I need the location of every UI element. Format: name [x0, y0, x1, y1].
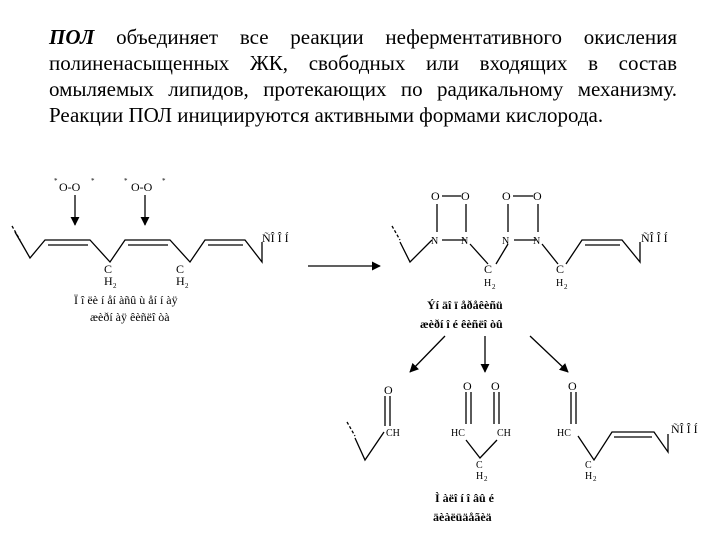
radical-star-1a: * — [54, 177, 58, 185]
p1-dash — [346, 421, 356, 437]
endo-dash-left — [391, 225, 401, 241]
endo-ch2-h-2: H — [556, 278, 563, 289]
endo-ch2-c-2: C — [556, 262, 564, 276]
radical-star-1b: * — [91, 177, 95, 185]
ch2-sub-2: 2 — [185, 282, 189, 290]
ch2-group-2: C H 2 — [176, 262, 189, 290]
product-aldehyde-left — [346, 396, 391, 462]
p3-o: O — [568, 379, 577, 393]
p2-h: H — [476, 471, 483, 482]
pufa-label-line2: æèðí àÿ êèñëî òà — [90, 310, 170, 324]
p3-chain — [577, 431, 669, 462]
p3-hc: HC — [557, 428, 571, 439]
endo-ch2-c-1: C — [484, 262, 492, 276]
radical-star-2b: * — [162, 177, 166, 185]
chain-dash-left — [11, 225, 21, 241]
product-aldehyde-right — [570, 392, 669, 462]
product-malondialdehyde — [465, 392, 500, 459]
p1-zigzag — [354, 431, 385, 462]
o-atom-4: O — [533, 189, 542, 203]
endo-zigzag-left — [399, 239, 433, 264]
radical-star-2a: * — [124, 177, 128, 185]
endo-ch2-2: C H 2 — [556, 262, 568, 291]
endoperoxide-label-line1: Ýí äî ï åðåêèñü — [427, 298, 503, 312]
o-atom-2: O — [461, 189, 470, 203]
c-atom-3: N — [502, 236, 509, 247]
endoperoxide-label-line2: æèðí î é êèñëî òû — [420, 317, 503, 331]
endo-zigzag-right — [565, 239, 641, 265]
endo-bond-5 — [541, 243, 559, 265]
radical-label-2: O-O — [131, 180, 153, 194]
endo-bond-3 — [495, 243, 509, 265]
definition-text: объединяет все реакции неферментативного… — [49, 25, 677, 127]
c-atom-4: N — [533, 236, 540, 247]
end-group-left: ÑÎ Î Í — [262, 231, 289, 245]
endo-ch2-1: C H 2 — [484, 262, 496, 291]
mda-label-line1: Ì àëî í î âû é — [435, 491, 495, 505]
o-atom-1: O — [431, 189, 440, 203]
p2-sub: 2 — [484, 475, 488, 483]
p2-o-left: O — [463, 379, 472, 393]
branch-arrow-right — [529, 335, 569, 373]
p2-hc: HC — [451, 428, 465, 439]
p2-o-right: O — [491, 379, 500, 393]
p2-c: C — [476, 460, 483, 471]
radical-label-1: O-O — [59, 180, 81, 194]
ch2-c-2: C — [176, 262, 184, 276]
endoperoxide-structure — [391, 195, 641, 265]
p3-c: C — [585, 460, 592, 471]
ch2-group-1: C H 2 — [104, 262, 117, 290]
pufa-label-line1: Ï î ëè í åí àñû ù åí í àÿ — [74, 293, 178, 307]
ch2-sub-1: 2 — [113, 282, 117, 290]
mda-label-line2: äèàëüäåãèä — [433, 510, 492, 524]
radical-attack-1: * O-O * — [54, 177, 95, 226]
endo-bond-2 — [469, 243, 489, 265]
p3-sub: 2 — [593, 475, 597, 483]
p2-backbone — [465, 439, 498, 459]
c-atom-2: N — [461, 236, 468, 247]
branch-arrow-left — [409, 335, 446, 373]
end-group-product: ÑÎ Î Í — [671, 422, 698, 436]
ch2-h-2: H — [176, 274, 185, 288]
fatty-acid-chain — [11, 225, 263, 264]
p2-ch: CH — [497, 428, 511, 439]
endo-ch2-sub-1: 2 — [492, 283, 496, 291]
p3-h: H — [585, 471, 592, 482]
p1-ch: CH — [386, 428, 400, 439]
definition-paragraph: ПОЛ объединяет все реакции неферментатив… — [49, 24, 677, 128]
chain-zigzag — [14, 231, 263, 264]
radical-attack-2: * O-O * — [124, 177, 166, 226]
endo-ch2-h-1: H — [484, 278, 491, 289]
p1-o: O — [384, 383, 393, 397]
o-atom-3: O — [502, 189, 511, 203]
ch2-c-1: C — [104, 262, 112, 276]
term-pol: ПОЛ — [49, 25, 95, 49]
c-atom-1: N — [431, 236, 438, 247]
ch2-h-1: H — [104, 274, 113, 288]
end-group-right: ÑÎ Î Í — [641, 231, 668, 245]
endo-ch2-sub-2: 2 — [564, 283, 568, 291]
